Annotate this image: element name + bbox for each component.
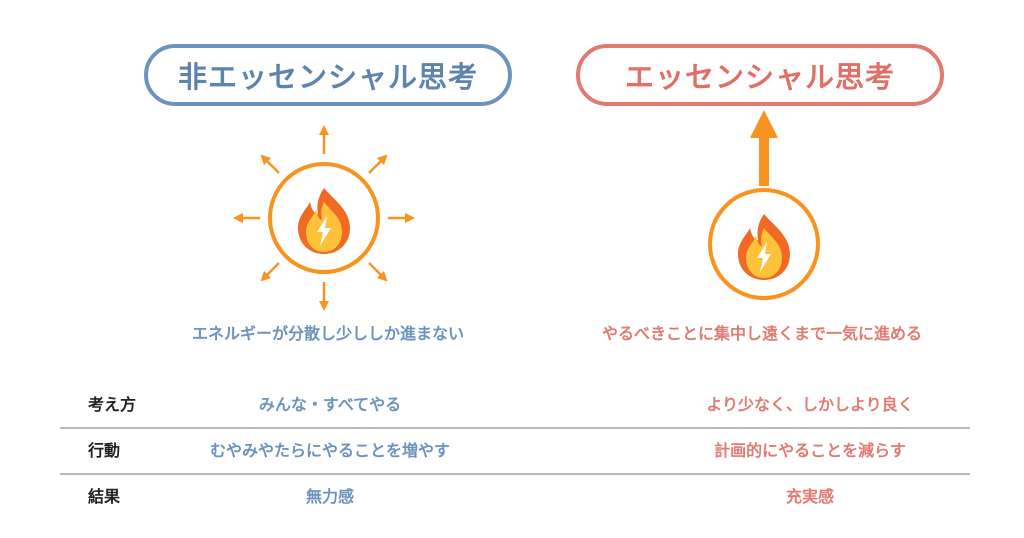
table-row-mindset: 考え方 みんな・すべてやる より少なく、しかしより良く (60, 382, 970, 428)
table-divider (60, 473, 970, 475)
essential-cell: より少なく、しかしより良く (706, 395, 914, 414)
non-essential-title: 非エッセンシャル思考 (144, 44, 512, 106)
upward-arrow (750, 110, 778, 186)
row-label: 行動 (88, 441, 121, 460)
essential-cell: 充実感 (785, 487, 834, 506)
row-label: 考え方 (88, 395, 137, 414)
essential-cell: 計画的にやることを減らす (714, 441, 906, 460)
non-essential-cell: 無力感 (305, 487, 354, 506)
radiating-arrows (233, 125, 415, 311)
lightning-flame-icon (298, 188, 350, 254)
row-label: 結果 (88, 487, 121, 506)
table-row-action: 行動 むやみやたらにやることを増やす 計画的にやることを減らす (60, 428, 970, 474)
essential-caption: やるべきことに集中し遠くまで一気に進める (601, 324, 922, 343)
focused-energy-graphic (708, 110, 820, 300)
table-divider (60, 427, 970, 429)
lightning-flame-icon (738, 214, 790, 280)
non-essential-caption: エネルギーが分散し少ししか進まない (191, 324, 464, 343)
essential-title: エッセンシャル思考 (576, 44, 944, 106)
non-essential-cell: むやみやたらにやることを増やす (209, 441, 450, 460)
scattered-energy-graphic (233, 125, 415, 311)
non-essential-cell: みんな・すべてやる (258, 395, 402, 414)
table-row-result: 結果 無力感 充実感 (60, 474, 970, 520)
